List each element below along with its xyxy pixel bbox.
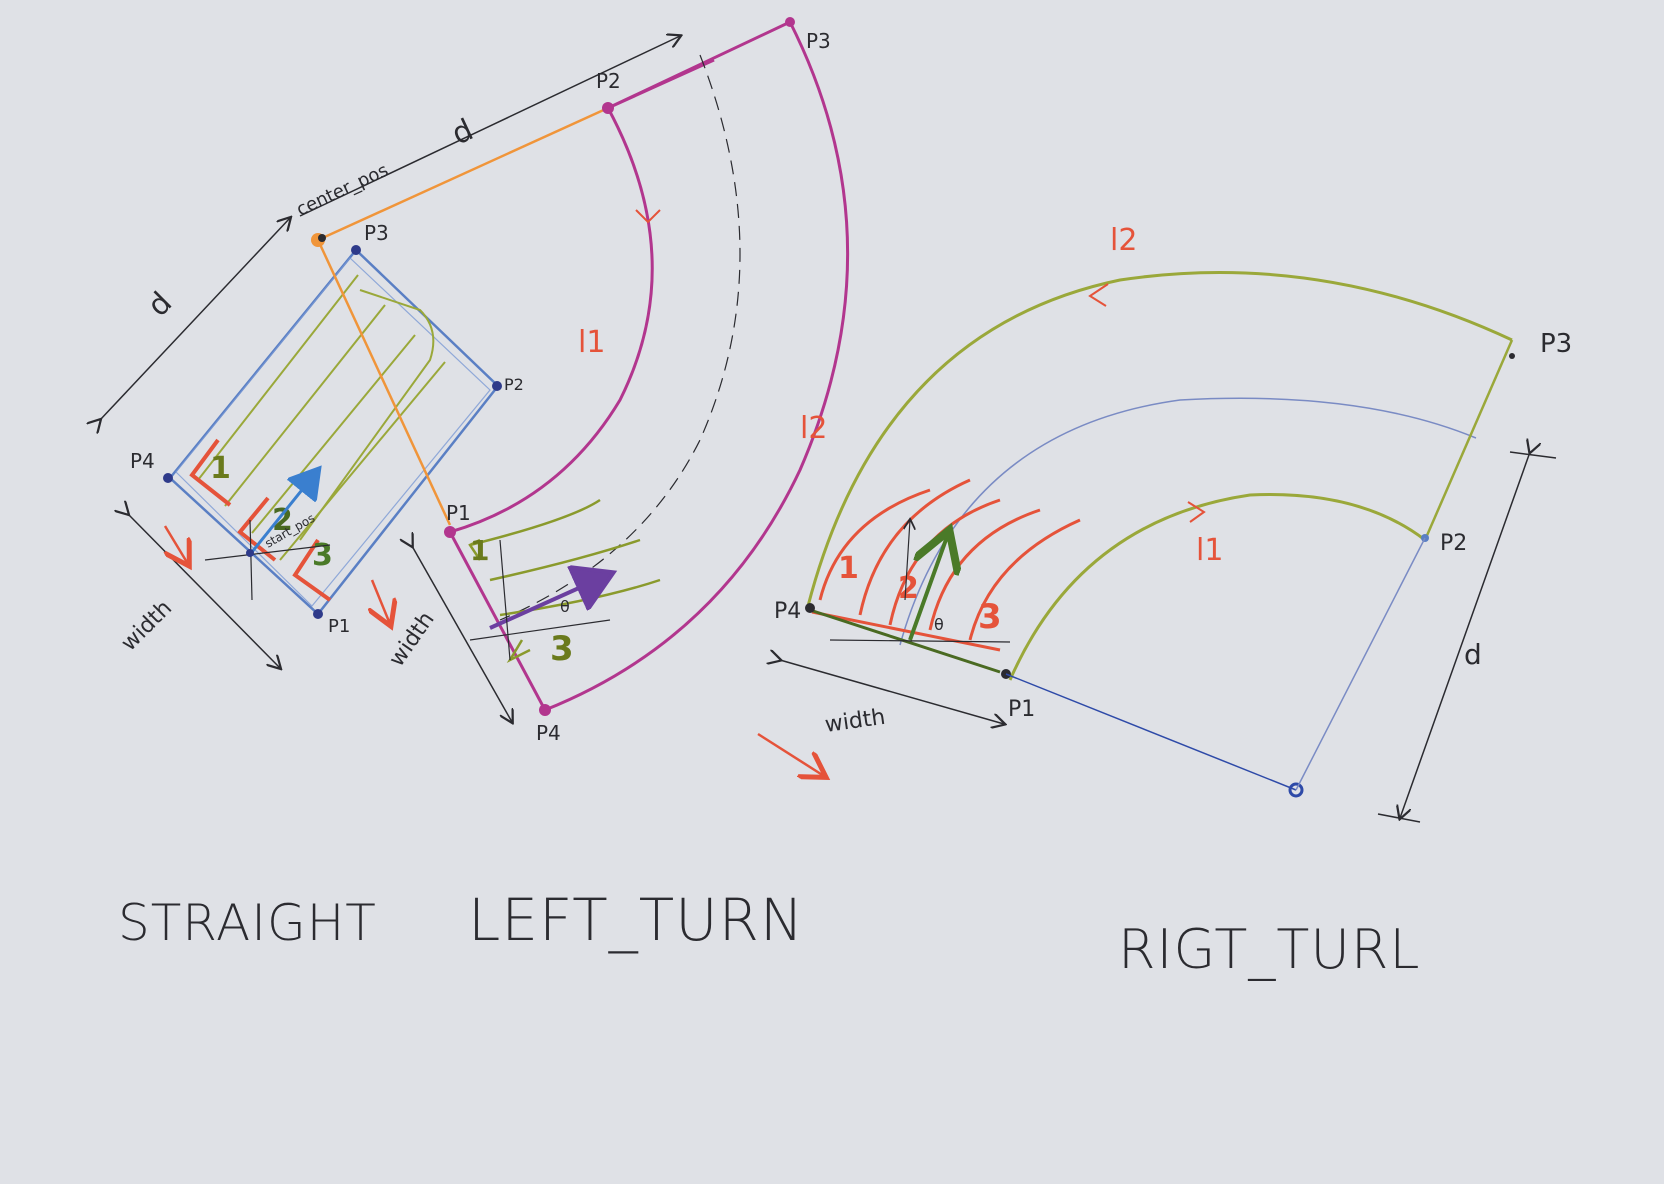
straight-d-label: d [141, 285, 179, 323]
straight-p4-marker [163, 473, 173, 483]
straight-lane1-label: 1 [210, 451, 231, 486]
left-turn-p1-label: P1 [446, 501, 471, 525]
right-turn-outer-edge [806, 271, 1513, 607]
left-turn-outer-edge [544, 21, 850, 712]
center-pos-line [317, 106, 609, 242]
caption-left-turn: LEFT_TURN [468, 886, 804, 954]
left-turn-theta-label: θ [560, 597, 570, 616]
right-turn-l2-label: l2 [1110, 223, 1137, 258]
straight-lane2-label: 2 [272, 503, 293, 538]
left-turn-d-label: d [447, 112, 479, 152]
left-turn-l2-label: l2 [800, 411, 827, 446]
caption-straight: STRAIGHT [118, 894, 377, 952]
left-turn-l1-label: l1 [578, 325, 605, 360]
left-turn-center-line [499, 54, 741, 621]
left-turn-p2-marker [602, 102, 614, 114]
left-turn-p3-label: P3 [806, 29, 831, 53]
straight-lane-lines [197, 274, 446, 561]
straight-p2-marker [492, 381, 502, 391]
left-turn-road-sketch: d width P1 P2 P3 P4 l1 l2 1 3 θ [384, 17, 850, 745]
straight-start-pos-marker [246, 549, 254, 557]
left-turn-width-label: width [384, 607, 439, 671]
straight-p3-marker [351, 245, 361, 255]
right-turn-p2-label: P2 [1440, 531, 1467, 556]
straight-p3-label: P3 [364, 221, 389, 245]
right-turn-d-label: d [1464, 638, 1482, 671]
straight-width-label: width [117, 596, 178, 657]
right-turn-lane2-label: 2 [898, 571, 919, 606]
right-turn-lane1-label: 1 [838, 551, 859, 586]
right-turn-d-dimension [1400, 452, 1530, 818]
straight-lane3-label: 3 [312, 538, 333, 573]
left-turn-p4-marker [539, 704, 551, 716]
right-turn-p4-marker [805, 603, 815, 613]
straight-p4-label: P4 [130, 449, 155, 473]
straight-direction-arrow [250, 470, 318, 553]
straight-p2-label: P2 [504, 375, 524, 394]
straight-p1-label: P1 [328, 616, 350, 637]
right-turn-width-label: width [823, 705, 887, 738]
left-turn-p3-marker [785, 17, 795, 27]
center-pos-label: center_pos [293, 160, 391, 221]
right-turn-p4-label: P4 [774, 599, 801, 624]
right-turn-heading-arrow [908, 534, 948, 641]
right-turn-p3-marker [1509, 353, 1515, 359]
straight-d-dimension [100, 218, 290, 420]
right-turn-p1-label: P1 [1008, 697, 1035, 722]
right-turn-red-arrow [757, 732, 824, 776]
right-turn-theta-label: θ [934, 615, 944, 634]
left-turn-p4-label: P4 [536, 721, 561, 745]
left-turn-p1-marker [444, 526, 456, 538]
left-turn-heading-arrow [489, 574, 610, 630]
right-turn-inner-edge [1008, 493, 1426, 681]
straight-p1-marker [313, 609, 323, 619]
left-turn-width-dimension [412, 546, 512, 722]
straight-lane-markers [189, 438, 332, 602]
straight-width-dimension [128, 514, 280, 668]
left-turn-lane3-label: 3 [550, 629, 574, 669]
right-turn-width-dimension [780, 660, 1004, 724]
right-turn-center-marker [1288, 782, 1304, 798]
right-turn-road-sketch: 1 2 3 θ P4 P1 P2 P3 l1 l2 d width [757, 223, 1572, 823]
left-turn-inner-edge [449, 107, 654, 534]
left-turn-p2-label: P2 [596, 69, 621, 93]
caption-right-turn: RIGT_TURL [1118, 918, 1420, 981]
right-turn-l1-label: l1 [1196, 533, 1223, 568]
left-turn-lane1-label: 1 [470, 534, 489, 567]
right-turn-lane3-label: 3 [978, 597, 1002, 637]
right-turn-p3-label: P3 [1540, 329, 1572, 359]
straight-red-arrow [165, 525, 188, 564]
